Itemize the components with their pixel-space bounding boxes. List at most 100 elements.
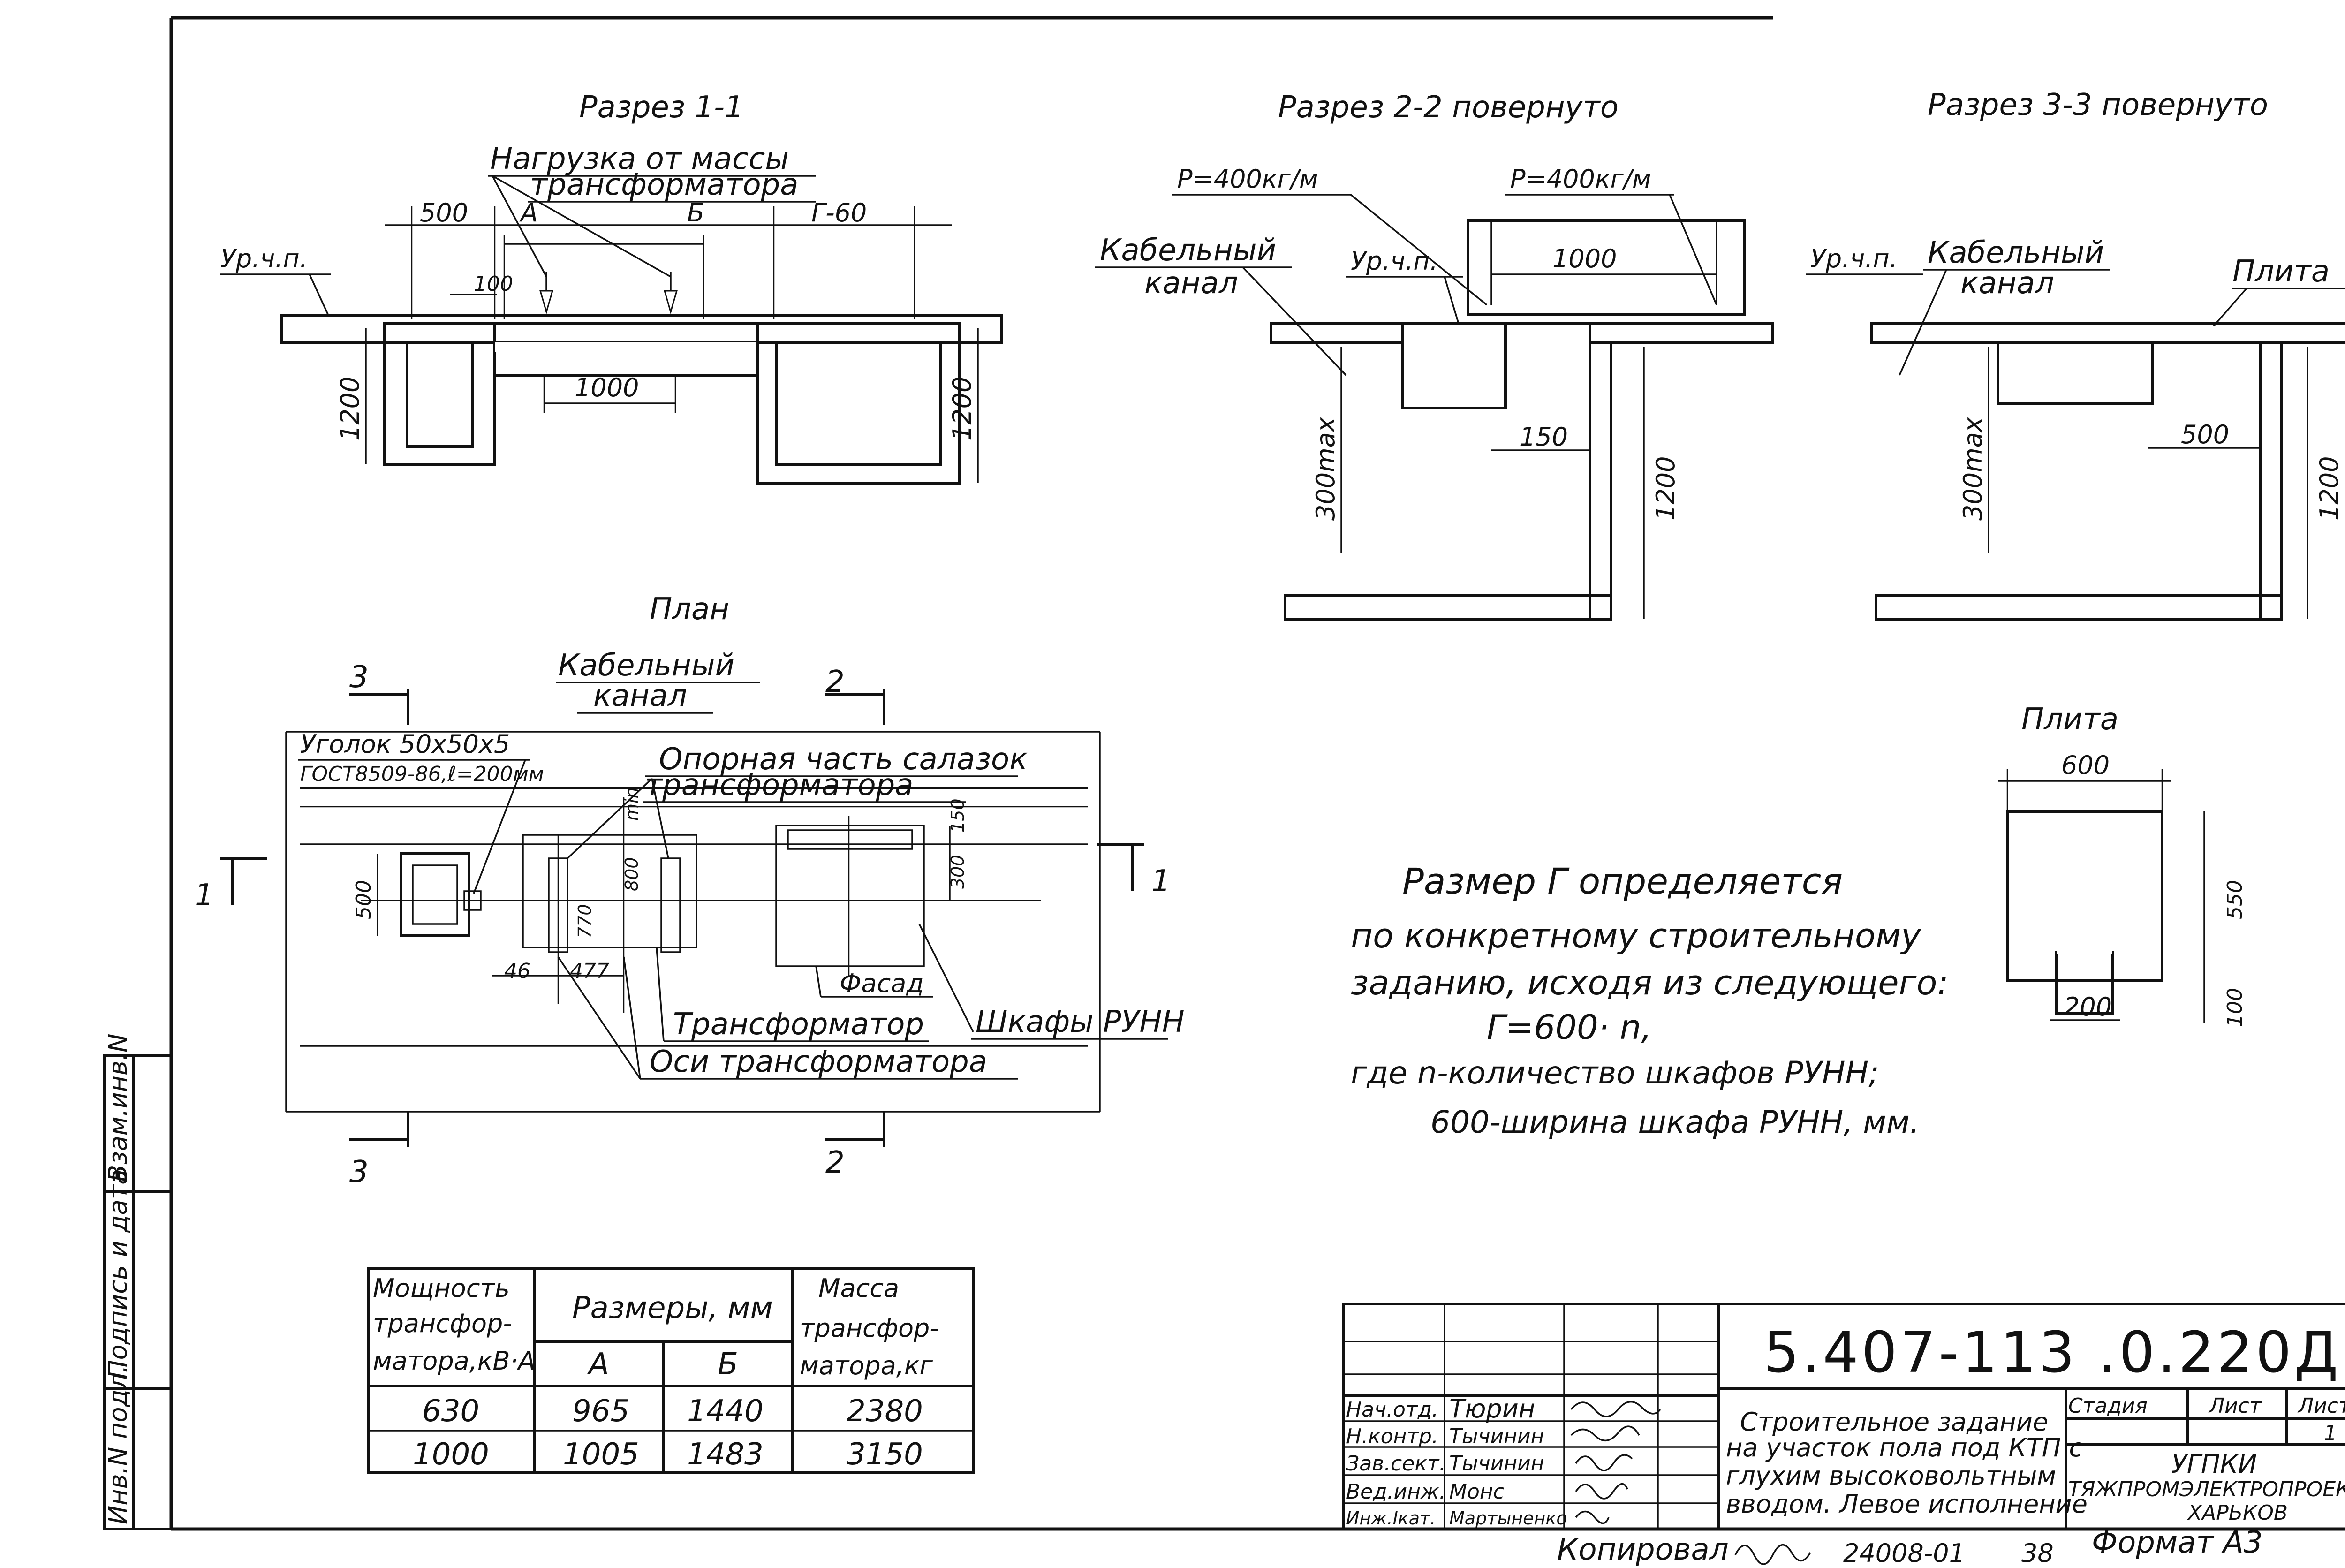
table-row-2-mass: 3150 [847, 1437, 923, 1472]
plan-dim-770: 770 [575, 904, 595, 938]
table-head-sizes: Размеры, мм [572, 1291, 773, 1326]
table-row-1-mass: 2380 [847, 1394, 923, 1429]
plan: План Кабельный канал 3 3 2 2 1 1 Уго [195, 592, 1185, 1189]
plate-dim-550: 550 [2223, 880, 2247, 919]
title-sheet: Лист [2208, 1394, 2262, 1418]
plate-detail: Плита 600 550 100 200 [1998, 702, 2247, 1027]
signature-mark [1575, 1483, 1628, 1500]
plan-support-2: трансформатора [645, 768, 913, 803]
title-desc-3: глухим высоковольтным [1726, 1461, 2056, 1491]
plan-facade: Фасад [840, 969, 924, 998]
table-head-a: А [587, 1347, 609, 1382]
section-2-2-p-left: P=400кг/м [1177, 164, 1318, 194]
table-row-2-a: 1005 [563, 1437, 639, 1472]
plan-dim-46: 46 [504, 959, 530, 983]
title-desc-4: вводом. Левое исполнение [1726, 1489, 2088, 1519]
section-2-2-dim-300max: 300max [1311, 417, 1340, 521]
note-line-1: Размер Г определяется [1402, 860, 1843, 902]
signature-mark [1570, 1425, 1640, 1442]
section-1-1-dim-a: А [519, 198, 538, 227]
side-stamp: Взам.инв.N Подпись и дата Инв.N подл. [103, 1033, 173, 1530]
title-stage: Стадия [2068, 1394, 2148, 1418]
section-1-1-load-label-2: трансформатора [530, 167, 798, 202]
plate-title: Плита [2021, 702, 2118, 737]
plan-cable-1: Кабельный [558, 648, 734, 683]
title-org-2: ТЯЖПРОМЭЛЕКТРОПРОЕКТ [2068, 1477, 2345, 1501]
section-1-1-dim-1200-left: 1200 [335, 377, 365, 441]
plan-axes: Оси трансформатора [650, 1045, 987, 1079]
plan-transformer: Трансформатор [673, 1007, 924, 1042]
section-2-2-level: Ур.ч.п. [1351, 246, 1438, 276]
title-role-2: Н.контр. [1346, 1424, 1438, 1448]
section-2-2-p-right: P=400кг/м [1510, 164, 1651, 194]
signature-mark [1575, 1510, 1610, 1524]
section-1-1-dim-1000: 1000 [575, 373, 639, 402]
plan-mark-3-bottom: 3 [349, 1155, 369, 1189]
title-block: Нач.отд. Тюрин Н.контр. Тычинин Зав.сект… [1342, 1303, 2345, 1568]
table-head-mass-1: Масса [818, 1273, 899, 1303]
signature-mark [1575, 1454, 1633, 1471]
section-2-2-cable-1: Кабельный [1100, 233, 1276, 268]
plate-dim-200: 200 [2064, 992, 2112, 1022]
title-name-2: Тычинин [1449, 1424, 1544, 1448]
section-1-1-dim-100: 100 [474, 272, 513, 296]
plan-dim-477: 477 [570, 959, 609, 983]
section-1-1-load-label-1: Нагрузка от массы [490, 142, 789, 176]
table-row-2-power: 1000 [413, 1437, 489, 1472]
section-3-3: Разрез 3-3 повернуто Ур.ч.п. Кабельный к… [1806, 88, 2345, 621]
note-line-5: где n-количество шкафов РУНН; [1351, 1055, 1879, 1091]
side-stamp-inv: Инв.N подл. [103, 1365, 133, 1524]
section-3-3-plate: Плита [2232, 254, 2330, 289]
table-head-power-2: трансфор- [373, 1309, 512, 1338]
title-role-3: Зав.сект. [1346, 1452, 1446, 1476]
title-num: 38 [2021, 1538, 2054, 1568]
title-role-1: Нач.отд. [1346, 1398, 1438, 1422]
plan-dim-300: 300 [947, 855, 968, 889]
section-3-3-dim-500: 500 [2181, 420, 2229, 449]
plan-angle-1: Уголок 50х50х5 [300, 729, 510, 759]
title-sheets: Листов [2297, 1394, 2345, 1418]
plan-cable-2: канал [593, 679, 687, 713]
table-head-power-1: Мощность [373, 1273, 510, 1303]
plan-cabinets: Шкафы РУНН [976, 1005, 1185, 1039]
section-1-1-dim-b: Б [687, 198, 704, 227]
side-stamp-vzam: Взам.инв.N [103, 1033, 133, 1182]
table-row-1-power: 630 [422, 1394, 479, 1429]
note-line-3: заданию, исходя из следующего: [1351, 963, 1949, 1002]
plan-mark-2-bottom: 2 [825, 1145, 845, 1180]
plan-title: План [650, 592, 729, 627]
section-3-3-dim-300max: 300max [1958, 417, 1988, 521]
title-code: 5.407-113 .0.220Д [1763, 1320, 2341, 1386]
plan-mark-1-left: 1 [195, 878, 214, 913]
table-row-2-b: 1483 [687, 1437, 764, 1472]
section-1-1-dim-1200-right: 1200 [947, 377, 977, 441]
plan-dim-150: 150 [947, 798, 968, 833]
title-sheets-val: 1 [2324, 1421, 2337, 1445]
plan-angle-2: ГОСТ8509-86,ℓ=200мм [300, 762, 544, 786]
title-format: Формат А3 [2092, 1525, 2263, 1560]
section-3-3-title: Разрез 3-3 повернуто [1928, 88, 2268, 122]
title-org-3: ХАРЬКОВ [2187, 1501, 2288, 1525]
title-role-5: Инж.Iкат. [1346, 1508, 1436, 1529]
title-name-4: Монс [1449, 1480, 1505, 1504]
table-row-1-b: 1440 [687, 1394, 764, 1429]
section-1-1: Разрез 1-1 Нагрузка от массы трансформат… [220, 90, 1003, 485]
plate-dim-100: 100 [2223, 988, 2247, 1027]
section-1-1-level: Ур.ч.п. [220, 244, 308, 273]
title-order: 24008-01 [1843, 1538, 1965, 1568]
section-2-2-cable-2: канал [1144, 266, 1238, 301]
title-name-1: Тюрин [1449, 1394, 1535, 1424]
plan-mark-1-right: 1 [1151, 864, 1171, 899]
plan-support-1: Опорная часть салазок [659, 742, 1028, 777]
table-head-mass-2: трансфор- [800, 1313, 939, 1343]
side-stamp-sign: Подпись и дата [103, 1169, 133, 1379]
section-1-1-dim-500: 500 [420, 198, 468, 227]
title-desc-1: Строительное задание [1740, 1407, 2048, 1437]
section-3-3-cable-1: Кабельный [1928, 235, 2104, 270]
section-2-2: Разрез 2-2 повернуто P=400кг/м P=400кг/м… [1095, 90, 1774, 621]
section-3-3-level: Ур.ч.п. [1810, 244, 1898, 273]
plan-dim-500: 500 [352, 880, 376, 919]
section-3-3-cable-2: канал [1960, 266, 2054, 301]
note: Размер Г определяется по конкретному стр… [1351, 860, 1949, 1140]
